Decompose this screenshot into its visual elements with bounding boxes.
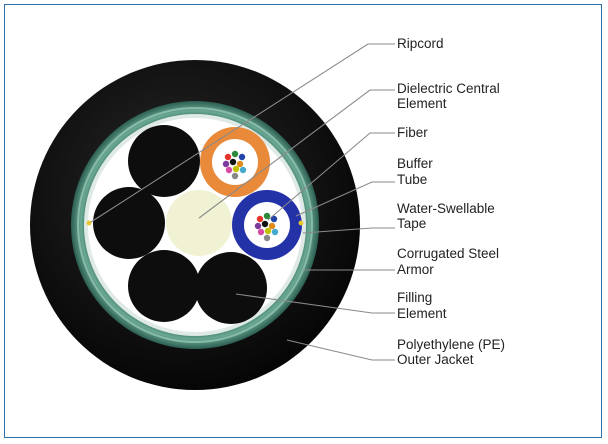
fiber-bundle [222, 150, 247, 180]
filling-element [128, 125, 200, 197]
label-armor-line2: Armor [397, 262, 434, 277]
label-dielectric-line2: Element [397, 96, 447, 111]
leader-line-jacket [286, 339, 395, 361]
leader-line-ripcord [90, 43, 395, 223]
label-ripcord: Ripcord [397, 36, 444, 51]
label-fiber: Fiber [397, 125, 428, 140]
filling-element [128, 250, 200, 322]
label-armor-line1: Corrugated Steel [397, 246, 500, 261]
label-tape-line1: Water-Swellable [397, 201, 495, 216]
ripcord-left [86, 220, 92, 226]
filling-element [195, 252, 267, 324]
label-tape-line2: Tape [397, 216, 427, 231]
ripcord-right [298, 220, 304, 226]
fiber-bundle [254, 212, 279, 242]
leader-line-buffer-tube [295, 181, 395, 217]
label-filling-line2: Element [397, 306, 447, 321]
leader-line-filling [235, 293, 395, 314]
label-jacket-line1: Polyethylene (PE) [397, 337, 506, 352]
label-buffer-line1: Buffer [397, 156, 433, 171]
label-buffer-line2: Tube [397, 172, 428, 187]
armor-highlight [77, 107, 313, 343]
leader-line-tape [302, 227, 395, 234]
filling-element [93, 187, 165, 259]
label-dielectric-line1: Dielectric Central [397, 81, 500, 96]
leader-line-fiber [267, 132, 395, 221]
leader-lines [90, 43, 395, 361]
dielectric-central-element [166, 190, 232, 256]
label-jacket-line2: Outer Jacket [397, 352, 474, 367]
label-filling-line1: Filling [397, 290, 433, 305]
leader-line-dielectric [198, 89, 395, 219]
